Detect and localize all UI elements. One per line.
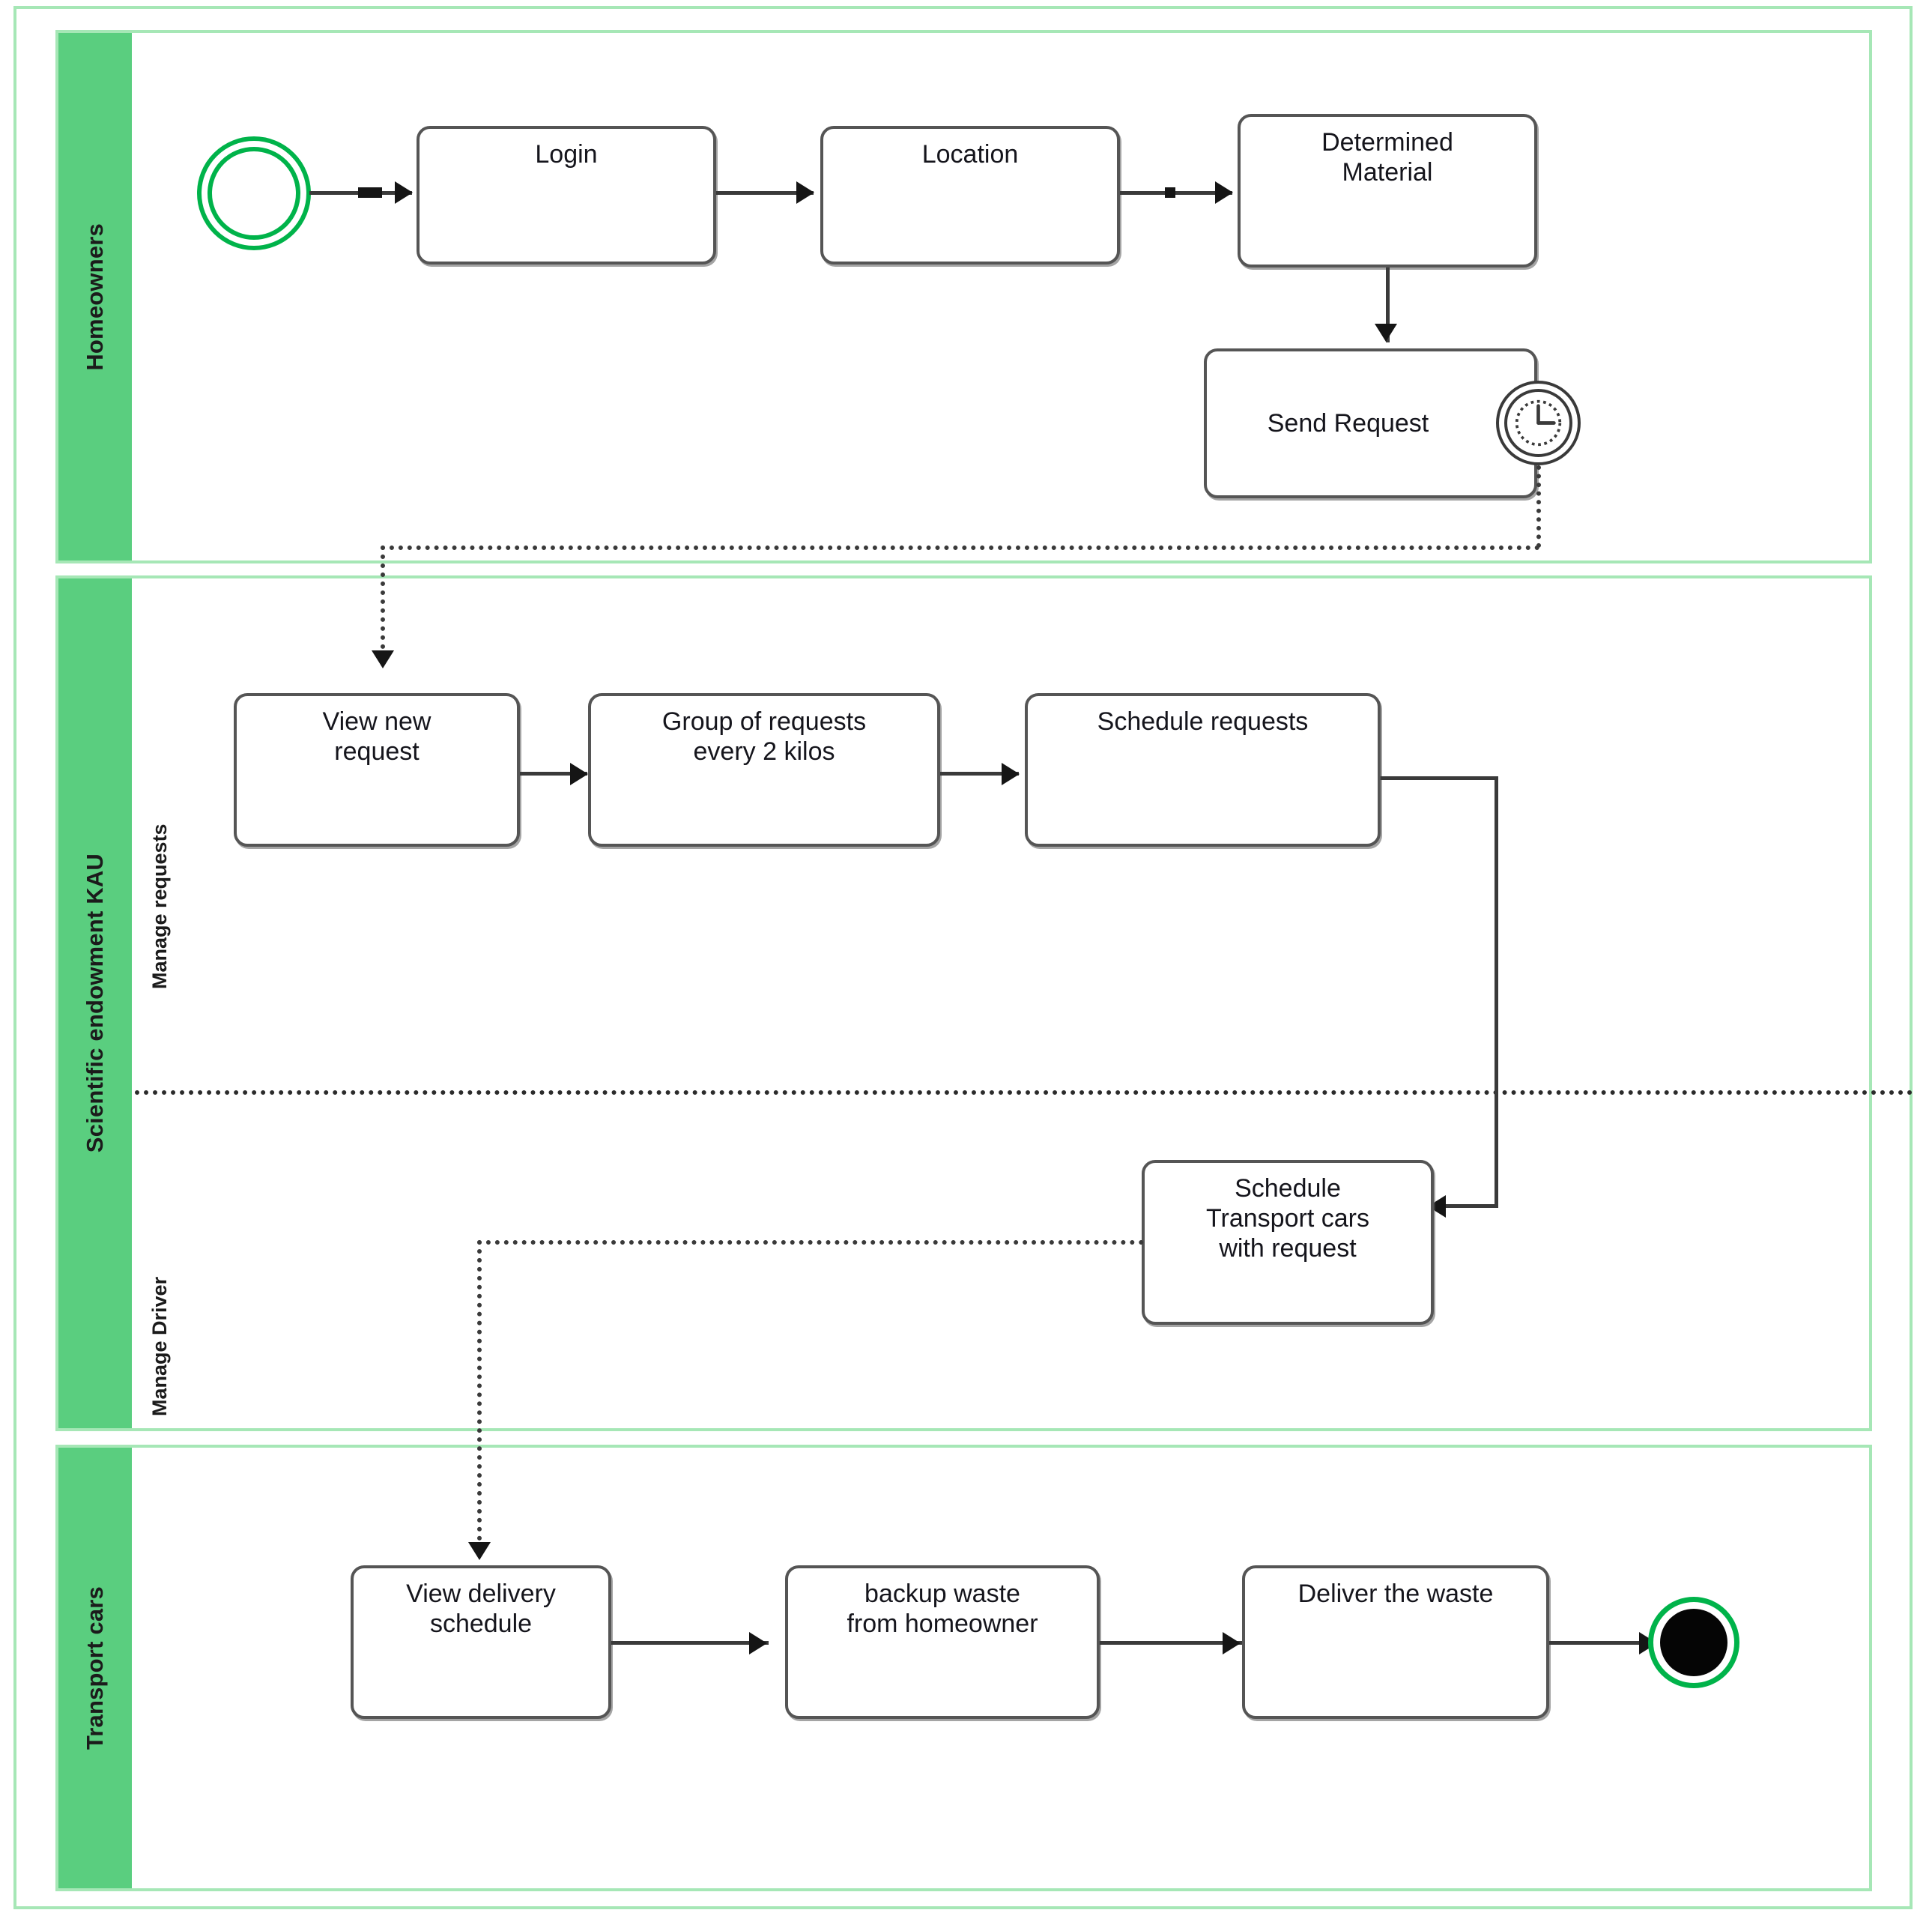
task-deliver-waste-label: Deliver the waste <box>1297 1580 1494 1608</box>
flow-login-to-location <box>716 191 814 195</box>
pool-header-transport-cars: Transport cars <box>58 1448 132 1888</box>
start-event[interactable] <box>197 136 311 250</box>
flow-viewdelivery-to-backup <box>611 1641 769 1645</box>
sublane-label-manage-driver: Manage Driver <box>148 1276 171 1416</box>
timer-boundary-event[interactable] <box>1496 381 1581 465</box>
sublane-divider <box>135 1090 1913 1095</box>
task-schedule-requests-label: Schedule requests <box>1097 707 1309 736</box>
task-login-label: Login <box>535 140 598 169</box>
msgflow-transport-to-delivery-horizontal <box>477 1240 1144 1245</box>
flow-determined-to-send-arrow <box>1375 324 1397 342</box>
task-determined-material-label: Determined Material <box>1321 128 1453 187</box>
flow-backup-to-deliver-arrow <box>1223 1632 1241 1654</box>
timer-inner-ring <box>1504 389 1572 457</box>
task-view-delivery-schedule[interactable]: View delivery schedule <box>351 1565 611 1719</box>
flow-viewnew-to-group <box>520 772 587 776</box>
flow-determined-to-send <box>1386 268 1390 342</box>
task-group-requests[interactable]: Group of requests every 2 kilos <box>588 693 940 847</box>
task-location-label: Location <box>921 140 1019 169</box>
flow-schedreq-to-transport-h2 <box>1446 1204 1498 1208</box>
task-determined-material[interactable]: Determined Material <box>1238 114 1537 268</box>
msgflow-timer-to-kau-horizontal <box>381 546 1540 550</box>
end-event[interactable] <box>1648 1597 1739 1688</box>
task-location[interactable]: Location <box>820 126 1120 265</box>
flow-schedreq-to-transport-v <box>1495 776 1498 1206</box>
msgflow-transport-to-delivery-vertical <box>477 1240 482 1550</box>
flow-viewdelivery-to-backup-arrow <box>749 1632 767 1654</box>
clock-icon <box>1515 399 1562 447</box>
diagram-outer-frame <box>13 6 1913 1909</box>
task-schedule-requests[interactable]: Schedule requests <box>1025 693 1381 847</box>
flow-login-to-location-arrow <box>796 181 814 204</box>
task-backup-waste-label: backup waste from homeowner <box>847 1580 1038 1639</box>
task-view-new-request[interactable]: View new request <box>234 693 520 847</box>
task-view-delivery-schedule-label: View delivery schedule <box>406 1580 556 1639</box>
flow-location-to-determined-arrow <box>1215 181 1233 204</box>
task-view-new-request-label: View new request <box>322 707 431 767</box>
flow-deliver-to-end <box>1549 1641 1659 1645</box>
pool-label-transport-cars: Transport cars <box>82 1586 108 1750</box>
sublane-label-manage-requests: Manage requests <box>148 823 171 989</box>
pool-header-kau: Scientific endowment KAU <box>58 578 132 1428</box>
flow-group-to-schedule <box>940 772 1019 776</box>
msgflow-transport-to-delivery-arrow <box>468 1542 491 1560</box>
task-login[interactable]: Login <box>417 126 716 265</box>
msgflow-timer-down-stub <box>1536 465 1541 548</box>
flow-viewnew-to-group-arrow <box>570 763 588 785</box>
msgflow-timer-to-kau-vertical <box>381 546 385 658</box>
task-send-request-label: Send Request <box>1267 408 1429 438</box>
task-schedule-transport-cars[interactable]: Schedule Transport cars with request <box>1142 1160 1434 1325</box>
task-deliver-waste[interactable]: Deliver the waste <box>1242 1565 1549 1719</box>
task-send-request[interactable]: Send Request <box>1204 348 1537 498</box>
flow-schedreq-to-transport-h1 <box>1381 776 1498 780</box>
task-schedule-transport-cars-label: Schedule Transport cars with request <box>1206 1174 1369 1263</box>
flow-start-to-login-tick <box>358 187 382 198</box>
flow-group-to-schedule-arrow <box>1002 763 1020 785</box>
flow-backup-to-deliver <box>1100 1641 1242 1645</box>
task-group-requests-label: Group of requests every 2 kilos <box>661 707 867 767</box>
task-backup-waste[interactable]: backup waste from homeowner <box>785 1565 1100 1719</box>
pool-label-homeowners: Homeowners <box>82 223 108 371</box>
pool-label-kau: Scientific endowment KAU <box>82 853 108 1153</box>
msgflow-timer-to-kau-arrow <box>372 650 394 668</box>
pool-homeowners: Homeowners <box>55 30 1872 563</box>
pool-header-homeowners: Homeowners <box>58 33 132 560</box>
flow-location-to-determined <box>1120 191 1232 195</box>
flow-location-to-determined-tick <box>1165 187 1175 198</box>
flow-start-to-login-arrow <box>395 181 413 204</box>
